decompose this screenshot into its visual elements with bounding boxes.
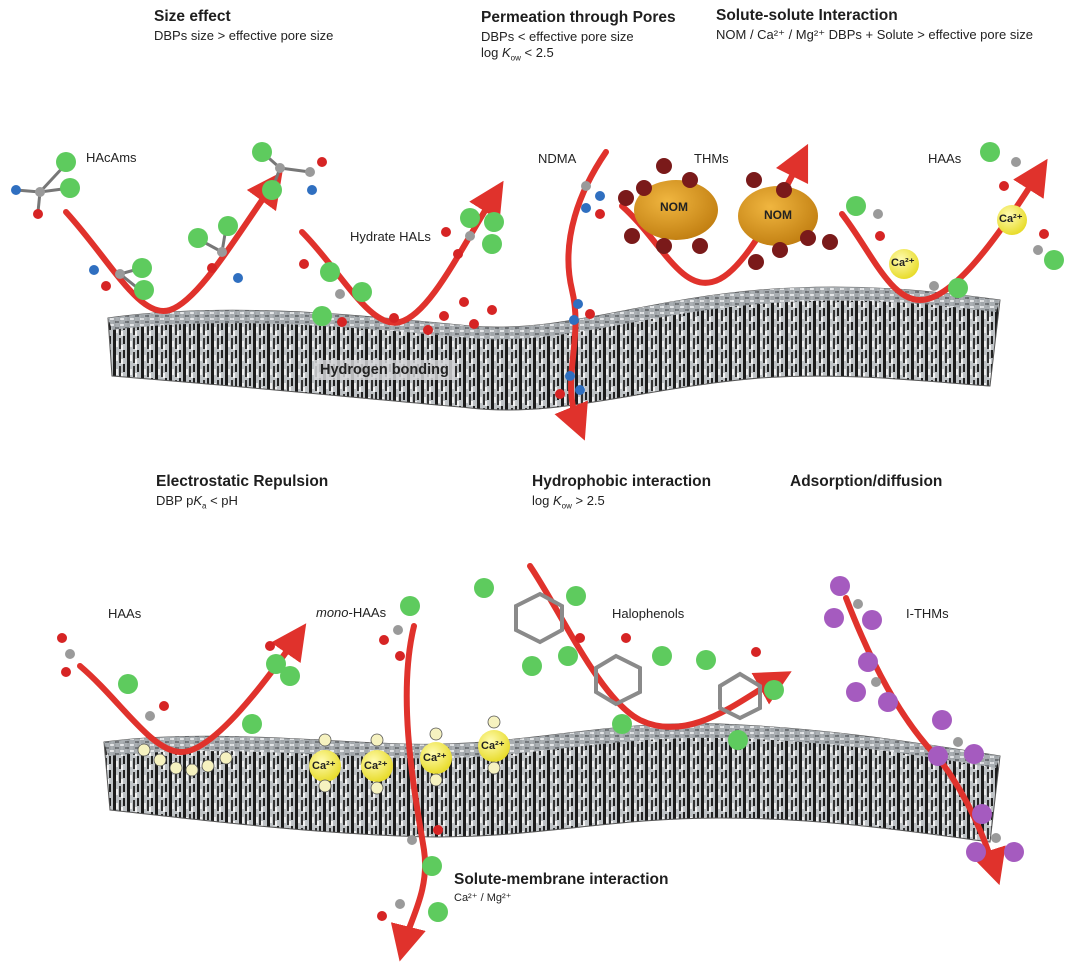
solute-membrane-subtitle: Ca²⁺ / Mg²⁺ [454,892,512,904]
ca-ion-top-1 [997,205,1027,235]
solute-solute-subtitle: NOM / Ca²⁺ / Mg²⁺ DBPs + Solute > effect… [716,27,1033,42]
label-ca-bottom-2: Ca²⁺ [364,760,388,772]
permeation-subtitle-2: log Kow < 2.5 [481,45,554,63]
label-thms: THMs [694,151,729,166]
label-hacams: HAcAms [86,150,137,165]
negative-charges [137,715,501,795]
label-nom-2: NOM [764,208,792,222]
arrow-haas-bottom [77,623,307,755]
molecule-hacams-2 [252,142,327,200]
bottom-membrane [103,723,1001,843]
arrow-halophenols [527,563,792,730]
nom-blob-1 [618,158,718,254]
molecule-i-thms [824,576,1024,862]
size-effect-subtitle: DBPs size > effective pore size [154,28,334,43]
label-ca-top-2: Ca²⁺ [891,257,915,269]
ca-ion-bottom-3 [420,742,452,774]
ca-ion-top-2 [889,249,919,279]
solute-solute-title: Solute-solute Interaction [716,7,898,24]
label-ca-top-1: Ca²⁺ [999,213,1023,225]
ca-ion-bottom-2 [361,750,393,782]
electrostatic-title: Electrostatic Repulsion [156,473,329,490]
molecule-haas-bottom [57,633,300,734]
arrow-haas-top [839,158,1048,304]
hydrophobic-title: Hydrophobic interaction [532,473,712,490]
label-hydrogen-bonding: Hydrogen bonding [314,360,455,380]
molecule-hydrate-hals [299,208,504,335]
top-membrane [107,286,1001,411]
label-ca-bottom-4: Ca²⁺ [481,740,505,752]
label-haas-bottom: HAAs [108,606,142,621]
electrostatic-subtitle: DBP pKa < pH [156,493,238,511]
arrow-hacams [63,171,283,315]
permeation-title: Permeation through Pores [481,9,676,26]
molecule-haas-top [846,142,1064,298]
label-halophenols: Halophenols [612,606,685,621]
nom-blob-2 [738,172,838,270]
label-mono-haas: mono-HAAs [316,605,387,620]
molecule-ndma [555,181,605,399]
label-haas-top: HAAs [928,151,962,166]
ca-ion-bottom-4 [478,730,510,762]
molecule-hacams-1 [11,152,80,219]
molecule-hacams-3 [89,258,154,300]
adsorption-title: Adsorption/diffusion [790,473,943,490]
label-hydrate-hals: Hydrate HALs [350,229,431,244]
size-effect-title: Size effect [154,8,231,25]
ca-ion-bottom-1 [309,750,341,782]
solute-membrane-title: Solute-membrane interaction [454,871,669,888]
permeation-subtitle-1: DBPs < effective pore size [481,29,634,44]
label-ca-bottom-3: Ca²⁺ [423,752,447,764]
hydrophobic-subtitle: log Kow > 2.5 [532,493,605,511]
molecule-halophenols [474,578,784,750]
arrow-mono-haas [390,623,429,962]
label-i-thms: I-THMs [906,606,949,621]
label-nom-1: NOM [660,200,688,214]
molecule-mono-haas [377,596,448,922]
label-ca-bottom-1: Ca²⁺ [312,760,336,772]
label-ndma: NDMA [538,151,577,166]
molecule-hacams-4 [188,216,243,283]
